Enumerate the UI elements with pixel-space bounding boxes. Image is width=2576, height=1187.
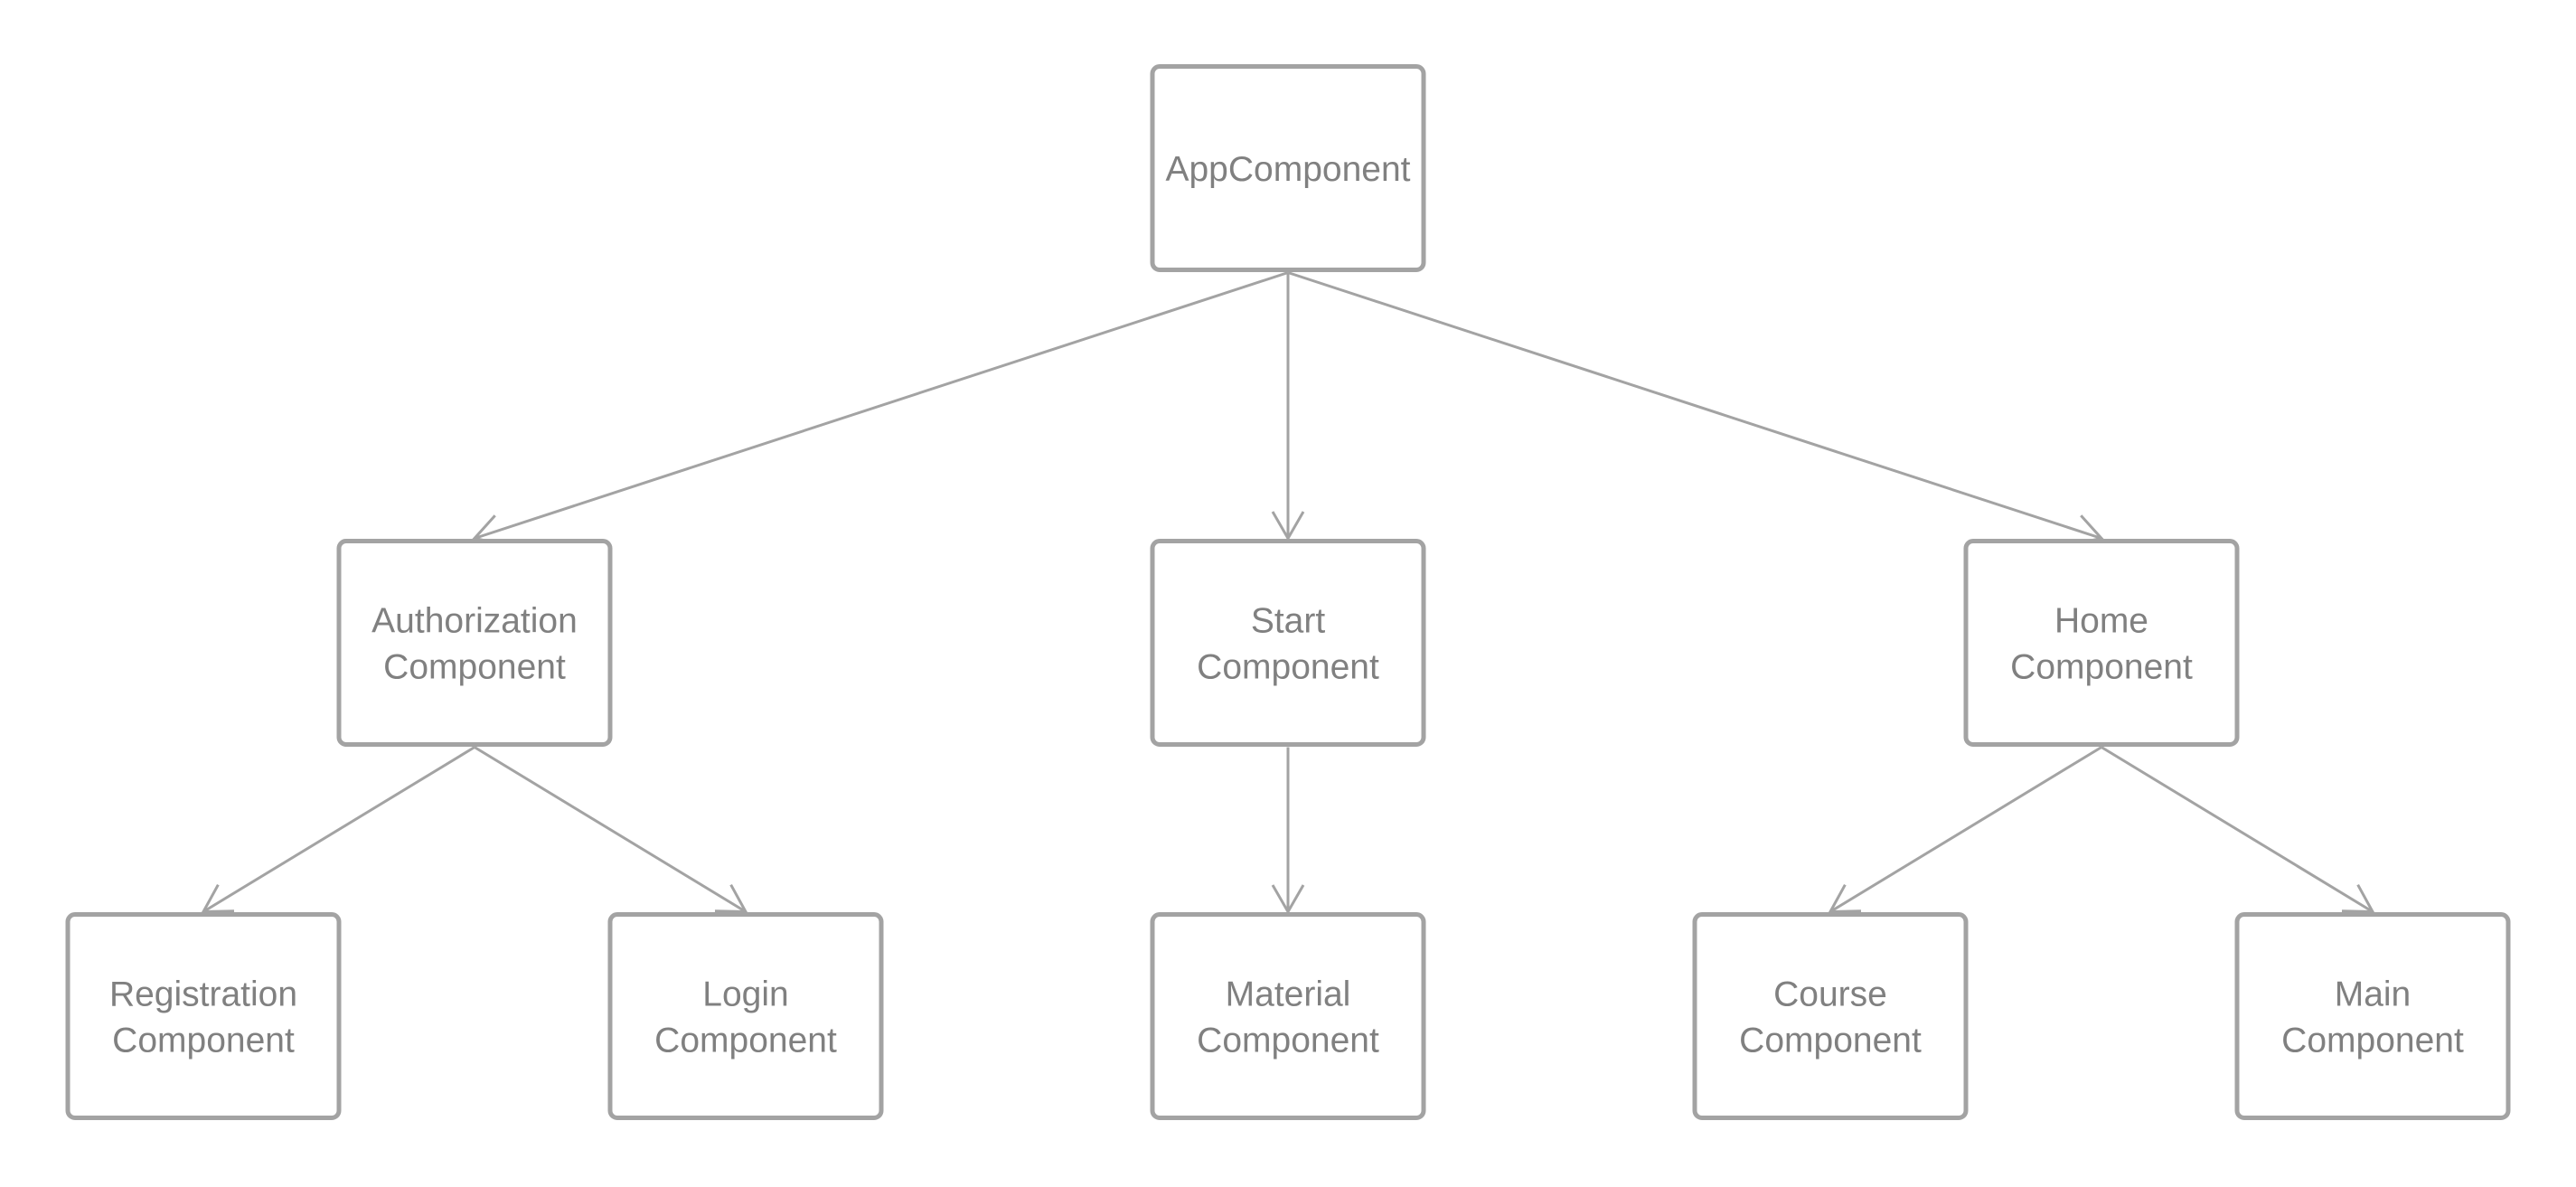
- edge-line: [202, 746, 475, 913]
- node-label-line: Main: [2335, 975, 2411, 1014]
- edge-app-to-home: [1287, 271, 2104, 546]
- arrow-head-icon: [2341, 883, 2375, 914]
- node-box: [1150, 539, 1426, 747]
- node-app: AppComponent: [1150, 64, 1426, 272]
- edge-authorization-to-login: [474, 746, 748, 914]
- arrow-head-icon: [1271, 511, 1305, 542]
- arrow-head-icon: [714, 883, 748, 914]
- edge-start-to-material: [1271, 747, 1305, 915]
- edge-line: [474, 746, 747, 913]
- node-label-line: Component: [383, 648, 566, 687]
- node-box: [1692, 912, 1969, 1120]
- edge-home-to-course: [1828, 746, 2102, 914]
- node-label-line: Component: [1739, 1022, 1922, 1060]
- node-label-line: Material: [1226, 975, 1351, 1014]
- edge-line: [2101, 746, 2374, 913]
- nodes-layer: AppComponentAuthorizationComponentStartC…: [65, 64, 2511, 1120]
- node-label-line: Login: [702, 975, 788, 1014]
- node-box: [2234, 912, 2511, 1120]
- node-box: [607, 912, 884, 1120]
- edge-line: [474, 271, 1289, 540]
- node-box: [1963, 539, 2240, 747]
- edge-app-to-authorization: [472, 271, 1289, 546]
- node-label-line: Registration: [109, 975, 297, 1014]
- node-label-line: Component: [2010, 648, 2193, 687]
- node-box: [1150, 912, 1426, 1120]
- edge-app-to-start: [1271, 272, 1305, 542]
- node-label-line: Course: [1773, 975, 1887, 1014]
- node-label-line: Authorization: [371, 602, 578, 641]
- node-label-line: Component: [2281, 1022, 2464, 1060]
- arrow-head-icon: [201, 883, 235, 914]
- node-box: [65, 912, 342, 1120]
- node-label-line: AppComponent: [1165, 150, 1410, 189]
- node-label-line: Component: [112, 1022, 295, 1060]
- node-label-line: Component: [1197, 1022, 1379, 1060]
- node-label-line: Start: [1251, 602, 1326, 641]
- node-box: [336, 539, 613, 747]
- edge-home-to-main: [2101, 746, 2375, 914]
- edge-authorization-to-registration: [201, 746, 475, 914]
- node-label-line: Home: [2054, 602, 2148, 641]
- node-label-line: Component: [654, 1022, 837, 1060]
- node-box: [1150, 64, 1426, 272]
- edge-line: [1287, 271, 2102, 540]
- node-label-line: Component: [1197, 648, 1379, 687]
- arrow-head-icon: [1828, 883, 1862, 914]
- arrow-head-icon: [1271, 884, 1305, 915]
- edge-line: [1829, 746, 2102, 913]
